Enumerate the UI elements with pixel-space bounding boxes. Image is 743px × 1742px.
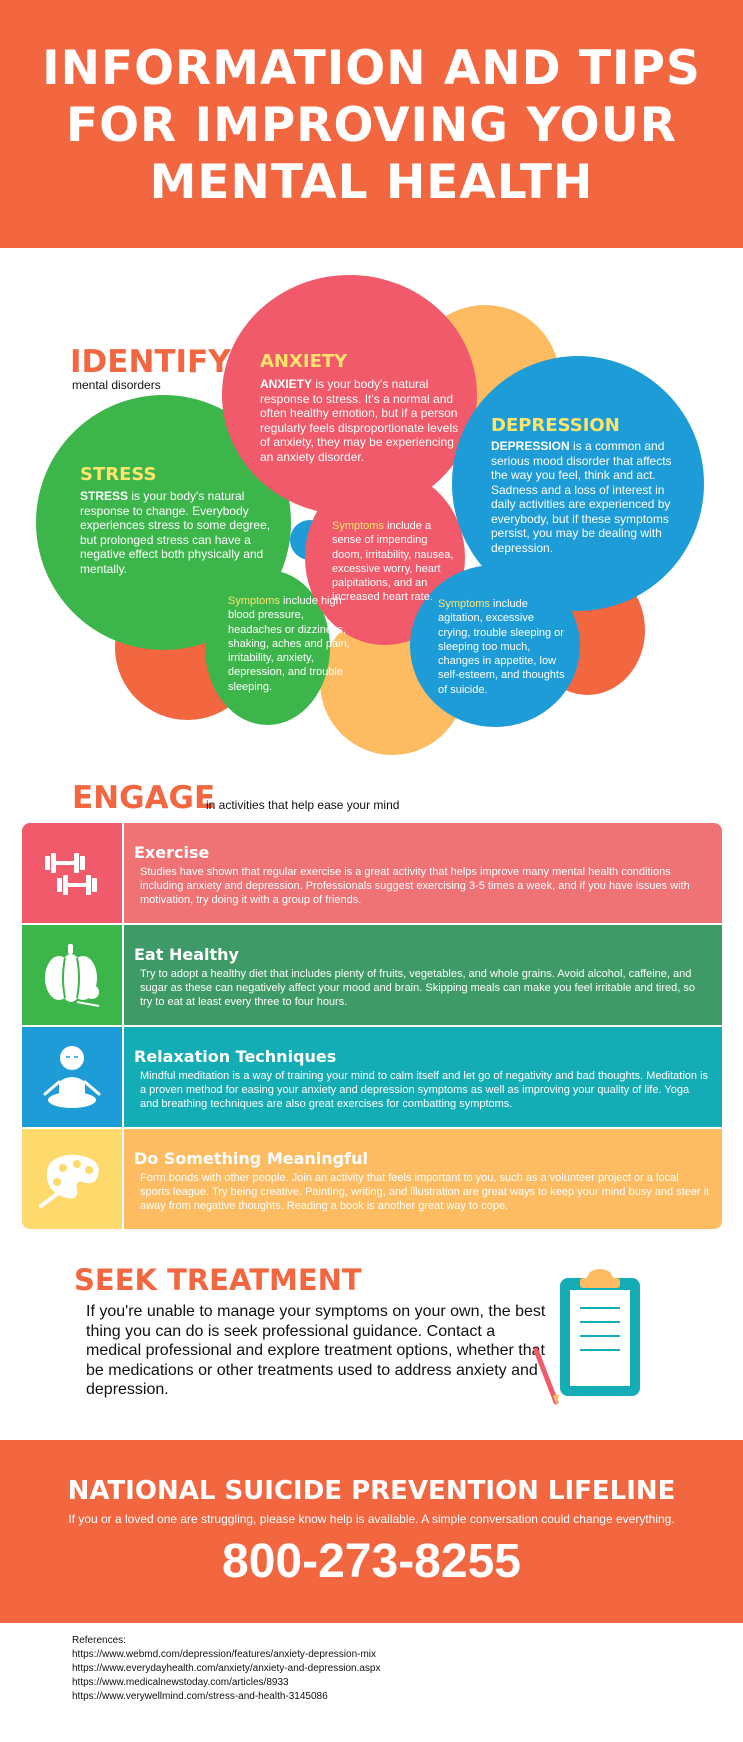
- engage-item-meaningful: Do Something Meaningful Form bonds with …: [22, 1129, 722, 1229]
- engage-item-exercise: Exercise Studies have shown that regular…: [22, 823, 722, 923]
- reference-link[interactable]: https://www.medicalnewstoday.com/article…: [72, 1677, 289, 1688]
- anxiety-title: ANXIETY: [260, 351, 348, 372]
- paint-palette-icon: [39, 1154, 99, 1208]
- eat-healthy-icon-box: [22, 925, 122, 1025]
- engage-subheading: in activities that help ease your mind: [206, 798, 400, 812]
- relaxation-text: Mindful meditation is a way of training …: [140, 1070, 709, 1110]
- eat-healthy-title: Eat Healthy: [134, 945, 239, 964]
- meaningful-text: Form bonds with other people. Join an ac…: [140, 1172, 710, 1212]
- depression-description: DEPRESSION is a common and serious mood …: [491, 439, 672, 555]
- engage-item-eat-healthy: Eat Healthy Try to adopt a healthy diet …: [22, 925, 722, 1025]
- relaxation-title: Relaxation Techniques: [134, 1047, 337, 1066]
- depression-symptoms-circle: [410, 565, 580, 727]
- relaxation-body: Relaxation Techniques Mindful meditation…: [124, 1027, 722, 1127]
- relaxation-icon-box: [22, 1027, 122, 1127]
- meaningful-title: Do Something Meaningful: [134, 1149, 368, 1168]
- page-title: INFORMATION AND TIPS FOR IMPROVING YOUR …: [42, 41, 701, 210]
- reference-link[interactable]: https://www.webmd.com/depression/feature…: [72, 1649, 377, 1660]
- pumpkin-icon: [45, 944, 100, 1007]
- engage-heading: ENGAGE: [72, 780, 216, 816]
- reference-link[interactable]: https://www.everydayhealth.com/anxiety/a…: [72, 1663, 381, 1674]
- lifeline-phone-number[interactable]: 800-273-8255: [222, 1535, 521, 1588]
- anxiety-circle: [222, 275, 477, 515]
- exercise-body: Exercise Studies have shown that regular…: [124, 823, 722, 923]
- header-banner: INFORMATION AND TIPS FOR IMPROVING YOUR …: [0, 0, 743, 248]
- stress-symptoms-circle: [205, 570, 330, 725]
- references-label: References:: [72, 1635, 126, 1646]
- eat-healthy-text: Try to adopt a healthy diet that include…: [140, 968, 696, 1008]
- stress-description: STRESS is your body's natural response t…: [80, 489, 271, 576]
- clipboard-icon: [533, 1269, 640, 1406]
- seek-treatment-text: If you're unable to manage your symptoms…: [86, 1303, 546, 1398]
- engage-item-relaxation: Relaxation Techniques Mindful meditation…: [22, 1027, 722, 1127]
- anxiety-description: ANXIETY is your body's natural response …: [260, 377, 459, 464]
- lifeline-banner: NATIONAL SUICIDE PREVENTION LIFELINE If …: [0, 1440, 743, 1623]
- eat-healthy-body: Eat Healthy Try to adopt a healthy diet …: [124, 925, 722, 1025]
- anxiety-symptoms: Symptoms include a sense of impending do…: [332, 520, 454, 604]
- meaningful-body: Do Something Meaningful Form bonds with …: [124, 1129, 722, 1229]
- exercise-text: Studies have shown that regular exercise…: [140, 866, 690, 906]
- meaningful-icon-box: [22, 1129, 122, 1229]
- identify-subheading: mental disorders: [72, 378, 161, 392]
- identify-heading: IDENTIFY: [70, 344, 231, 380]
- references: References: https://www.webmd.com/depres…: [72, 1634, 381, 1704]
- depression-title: DEPRESSION: [491, 415, 620, 436]
- lifeline-text: If you or a loved one are struggling, pl…: [68, 1512, 675, 1526]
- meditation-icon: [43, 1046, 101, 1108]
- depression-symptoms: Symptoms include agitation, excessive cr…: [438, 598, 565, 696]
- seek-treatment-heading: SEEK TREATMENT: [74, 1263, 362, 1297]
- exercise-icon-box: [22, 823, 122, 923]
- reference-link[interactable]: https://www.verywellmind.com/stress-and-…: [72, 1691, 328, 1702]
- lifeline-title: NATIONAL SUICIDE PREVENTION LIFELINE: [67, 1476, 676, 1506]
- stress-symptoms: Symptoms include high blood pressure, he…: [228, 595, 350, 693]
- dumbbell-icon: [45, 853, 97, 895]
- exercise-title: Exercise: [134, 843, 210, 862]
- stress-title: STRESS: [80, 464, 157, 485]
